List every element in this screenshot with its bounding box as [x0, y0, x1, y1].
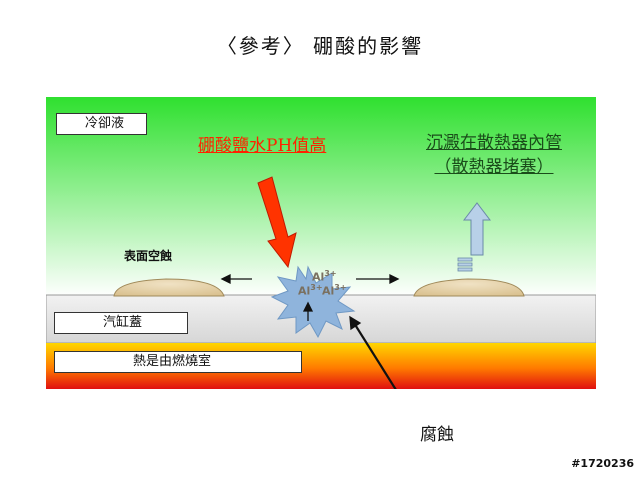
heat-source-label: 熱是由燃燒室	[54, 351, 302, 373]
ph-arrow	[257, 176, 297, 269]
watermark: #1720236	[571, 457, 634, 470]
deposit-right	[413, 278, 525, 297]
al-ion-1: Al3+	[298, 283, 323, 298]
deposit-left	[113, 278, 225, 297]
deposit-up-arrow	[457, 202, 492, 272]
ph-label: 硼酸鹽水PH值高	[198, 136, 327, 156]
deposit-label-line2: （散熱器堵塞）	[434, 157, 554, 177]
boric-acid-diagram: 冷卻液 硼酸鹽水PH值高 沉澱在散熱器內管 （散熱器堵塞） 表面空蝕 Al3+ …	[46, 97, 596, 389]
coolant-label: 冷卻液	[56, 113, 147, 135]
cylinder-head-label: 汽缸蓋	[54, 312, 188, 334]
al-ion-3: Al3+	[322, 283, 347, 298]
pitting-label: 表面空蝕	[124, 249, 173, 263]
corrosion-burst	[270, 265, 356, 339]
page-title: 〈參考〉 硼酸的影響	[216, 34, 424, 58]
deposit-label: 沉澱在散熱器內管 （散熱器堵塞）	[394, 131, 594, 179]
spread-arrows	[220, 273, 400, 389]
diagram-graphic	[46, 97, 596, 389]
al-ion-2: Al3+	[312, 269, 337, 284]
deposit-label-line1: 沉澱在散熱器內管	[426, 133, 562, 153]
corrosion-label: 腐蝕	[420, 425, 454, 445]
